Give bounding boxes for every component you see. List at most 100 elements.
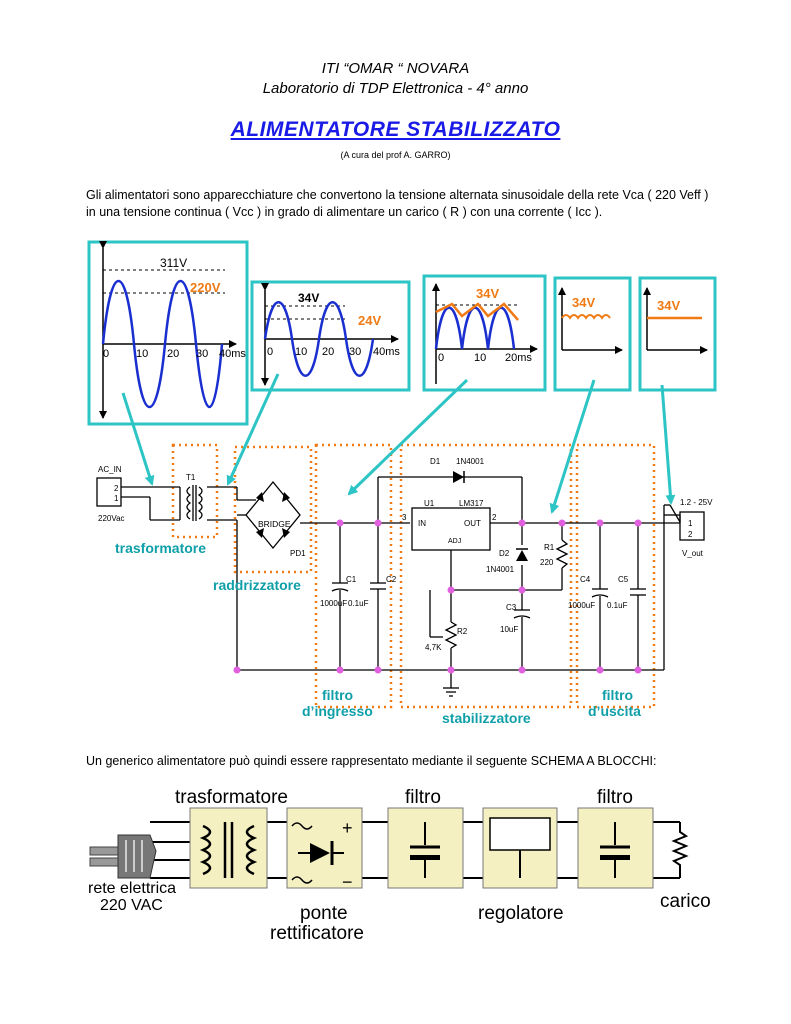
svg-text:1N4001: 1N4001 (456, 457, 485, 466)
svg-text:C1: C1 (346, 575, 357, 584)
block-label-filtro: filtro (597, 787, 633, 808)
svg-text:3: 3 (402, 513, 407, 522)
filter-block-1 (387, 807, 464, 889)
svg-text:220: 220 (540, 558, 554, 567)
svg-text:OUT: OUT (464, 519, 481, 528)
graph2-rms-label: 24V (358, 313, 381, 328)
author-credit: (A cura del prof A. GARRO) (340, 150, 451, 160)
graph1-tick: 10 (136, 348, 148, 360)
svg-text:1.2 - 25V: 1.2 - 25V (680, 498, 713, 507)
block-label-carico: carico (660, 891, 711, 912)
graph-rectified-output: 34V 0 10 20ms (422, 274, 547, 392)
svg-text:C5: C5 (618, 575, 629, 584)
block-label-rete: rete elettrica (88, 880, 176, 897)
svg-text:filtro: filtro (602, 687, 633, 703)
block-label-filtro: filtro (405, 787, 441, 808)
regulator-block (482, 807, 558, 889)
graph-mains-waveform: 311V 220V 0 10 20 30 40ms (87, 240, 249, 426)
svg-text:raddrizzatore: raddrizzatore (213, 577, 301, 593)
svg-text:PD1: PD1 (290, 549, 306, 558)
block-label-rettificatore: rettificatore (270, 923, 364, 944)
graph3-tick: 0 (438, 352, 444, 364)
svg-text:220Vac: 220Vac (98, 514, 125, 523)
svg-text:1000uF: 1000uF (320, 599, 347, 608)
minus-sign: − (342, 872, 353, 892)
graph2-tick: 30 (349, 346, 361, 358)
svg-text:2: 2 (688, 530, 693, 539)
rectifier-block: + − (286, 807, 363, 892)
graph1-tick: 0 (103, 348, 109, 360)
svg-text:LM317: LM317 (459, 499, 484, 508)
graph5-peak-label: 34V (657, 298, 680, 313)
graph1-tick: 30 (196, 348, 208, 360)
graph2-tick: 0 (267, 346, 273, 358)
plug-icon (89, 834, 157, 879)
block-label-trasformatore: trasformatore (175, 787, 288, 808)
block-diagram-intro: Un generico alimentatore può quindi esse… (86, 754, 657, 768)
svg-text:trasformatore: trasformatore (115, 540, 206, 556)
transformer-block (189, 807, 268, 889)
graph3-tick: 20ms (505, 352, 532, 364)
load-resistor-icon (671, 822, 689, 878)
block-label-voltage: 220 VAC (100, 897, 163, 914)
svg-text:V_out: V_out (682, 549, 704, 558)
svg-text:U1: U1 (424, 499, 435, 508)
svg-text:0.1uF: 0.1uF (348, 599, 369, 608)
svg-text:10uF: 10uF (500, 625, 518, 634)
svg-text:4,7K: 4,7K (425, 643, 442, 652)
graph1-tick: 40ms (219, 348, 246, 360)
svg-text:C2: C2 (386, 575, 397, 584)
svg-text:1: 1 (114, 494, 119, 503)
section-labels: trasformatore raddrizzatore filtro d’ing… (115, 540, 641, 726)
svg-text:D1: D1 (430, 457, 441, 466)
svg-text:d’uscita: d’uscita (588, 703, 641, 719)
mains-sine-wave (101, 279, 224, 409)
graph-transformer-output: 34V 24V 0 10 20 30 40ms (250, 280, 411, 392)
svg-text:BRIDGE: BRIDGE (258, 519, 291, 529)
school-name: ITI “OMAR “ NOVARA (321, 60, 470, 77)
svg-text:ADJ: ADJ (448, 538, 461, 545)
graph-filtered-output: 34V (553, 276, 632, 392)
graph2-tick: 10 (295, 346, 307, 358)
svg-text:0.1uF: 0.1uF (607, 601, 628, 610)
filter-block-2 (577, 807, 654, 889)
svg-text:D2: D2 (499, 549, 510, 558)
component-labels: AC_IN 2 1 220Vac T1 BRIDGE PD1 D1 1N4001… (98, 457, 713, 652)
graph3-tick: 10 (474, 352, 486, 364)
circuit-nodes (233, 519, 642, 674)
plus-sign: + (342, 818, 353, 838)
svg-text:R2: R2 (457, 627, 468, 636)
svg-text:2: 2 (492, 513, 497, 522)
svg-text:1: 1 (688, 519, 693, 528)
graph-regulated-output: 34V (638, 276, 717, 392)
graph1-rms-label: 220V (190, 280, 221, 295)
page-title: ALIMENTATORE STABILIZZATO (230, 118, 561, 141)
svg-text:1000uF: 1000uF (568, 601, 595, 610)
graph1-peak-label: 311V (160, 256, 187, 270)
bridge-diodes (256, 492, 290, 538)
block-label-ponte: ponte (300, 903, 348, 924)
svg-text:T1: T1 (186, 473, 196, 482)
svg-text:filtro: filtro (322, 687, 353, 703)
svg-text:R1: R1 (544, 543, 555, 552)
graph1-tick: 20 (167, 348, 179, 360)
graph-pointer-arrows (121, 373, 676, 514)
course-name: Laboratorio di TDP Elettronica - 4° anno (262, 80, 529, 97)
svg-text:C3: C3 (506, 603, 517, 612)
graph2-tick: 40ms (373, 346, 400, 358)
svg-text:1N4001: 1N4001 (486, 565, 515, 574)
svg-text:IN: IN (418, 519, 426, 528)
svg-text:d’ingresso: d’ingresso (302, 703, 373, 719)
diodes (453, 471, 528, 561)
svg-text:C4: C4 (580, 575, 591, 584)
transformer-symbol (186, 485, 203, 521)
graph2-tick: 20 (322, 346, 334, 358)
block-label-regolatore: regolatore (478, 903, 564, 924)
graph2-peak-label: 34V (298, 291, 319, 305)
svg-text:stabilizzatore: stabilizzatore (442, 710, 531, 726)
intro-paragraph: Gli alimentatori sono apparecchiature ch… (86, 188, 709, 219)
section-boxes (171, 443, 656, 709)
svg-text:AC_IN: AC_IN (98, 465, 122, 474)
